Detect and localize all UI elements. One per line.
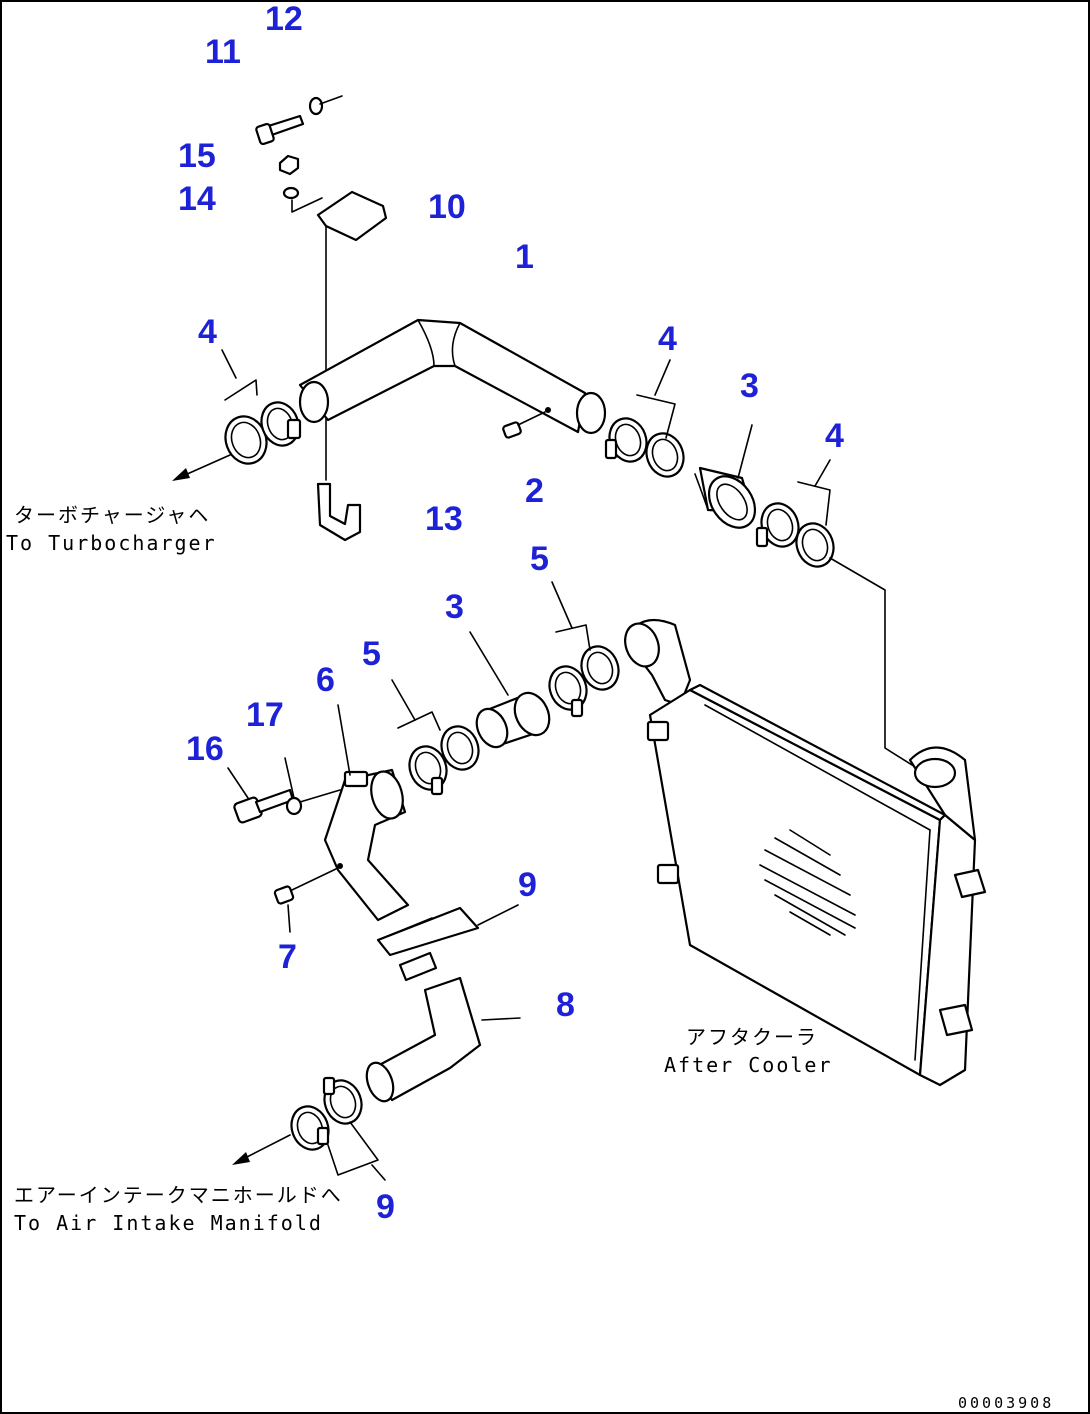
callout-15: 15 (178, 137, 216, 175)
note-turbo-jp: ターボチャージャヘ (14, 503, 210, 527)
callout-2: 2 (525, 472, 544, 510)
callout-12: 12 (265, 0, 303, 38)
washer-17 (285, 796, 303, 816)
leader-cooler-inlet (829, 557, 921, 771)
note-intake-jp: エアーインテークマニホールドへ (14, 1183, 343, 1207)
note-cooler-jp: アフタクーラ (686, 1025, 818, 1049)
callout-3-lower: 3 (445, 588, 464, 626)
callout-9-mid: 9 (518, 866, 537, 904)
callout-8: 8 (556, 986, 575, 1024)
callout-3-upper: 3 (740, 367, 759, 405)
clamp-4-left (224, 379, 302, 465)
note-cooler-en: After Cooler (664, 1053, 833, 1077)
clamp-5-upper (548, 624, 620, 718)
callout-11: 11 (205, 33, 241, 71)
callout-10: 10 (428, 188, 466, 226)
callout-4-left: 4 (198, 313, 217, 351)
washer-14 (282, 186, 300, 200)
arrow-to-turbocharger (172, 454, 231, 481)
bolt-16 (233, 788, 295, 824)
note-turbo-en: To Turbocharger (6, 531, 217, 555)
clamp-5-lower (397, 711, 480, 796)
tube-13 (316, 482, 362, 542)
arrow-to-intake (232, 1134, 291, 1165)
callout-4-right: 4 (825, 417, 844, 455)
pipe-1 (298, 318, 607, 435)
hose-3-lower (475, 691, 551, 749)
bolt-11 (255, 114, 305, 146)
hose-8 (365, 976, 482, 1103)
callout-9-lower: 9 (376, 1188, 395, 1226)
elbow-6 (323, 768, 410, 922)
plug-7 (273, 863, 343, 905)
hose-3-upper (694, 466, 757, 529)
callout-5-lower: 5 (362, 635, 381, 673)
callout-17: 17 (246, 696, 284, 734)
washer-12 (308, 96, 324, 116)
callout-5-upper: 5 (530, 540, 549, 578)
callout-14: 14 (178, 180, 216, 218)
callout-16: 16 (186, 730, 224, 768)
nut-15 (278, 154, 300, 176)
cooler-hatching (759, 829, 856, 936)
callout-7: 7 (278, 938, 297, 976)
callout-1: 1 (515, 238, 534, 276)
sensor-2 (502, 407, 551, 439)
callout-6: 6 (316, 661, 335, 699)
callout-4-mid: 4 (658, 320, 677, 358)
clamp-4-mid (604, 394, 685, 478)
bracket-10 (316, 190, 388, 242)
callout-13: 13 (425, 500, 463, 538)
drawing-code: 00003908 (958, 1394, 1054, 1412)
clamp-9-lower (290, 1076, 379, 1176)
clamp-4-right (755, 481, 835, 568)
clamp-9-mid (376, 906, 480, 982)
note-intake-en: To Air Intake Manifold (14, 1211, 323, 1235)
after-cooler (623, 618, 987, 1087)
